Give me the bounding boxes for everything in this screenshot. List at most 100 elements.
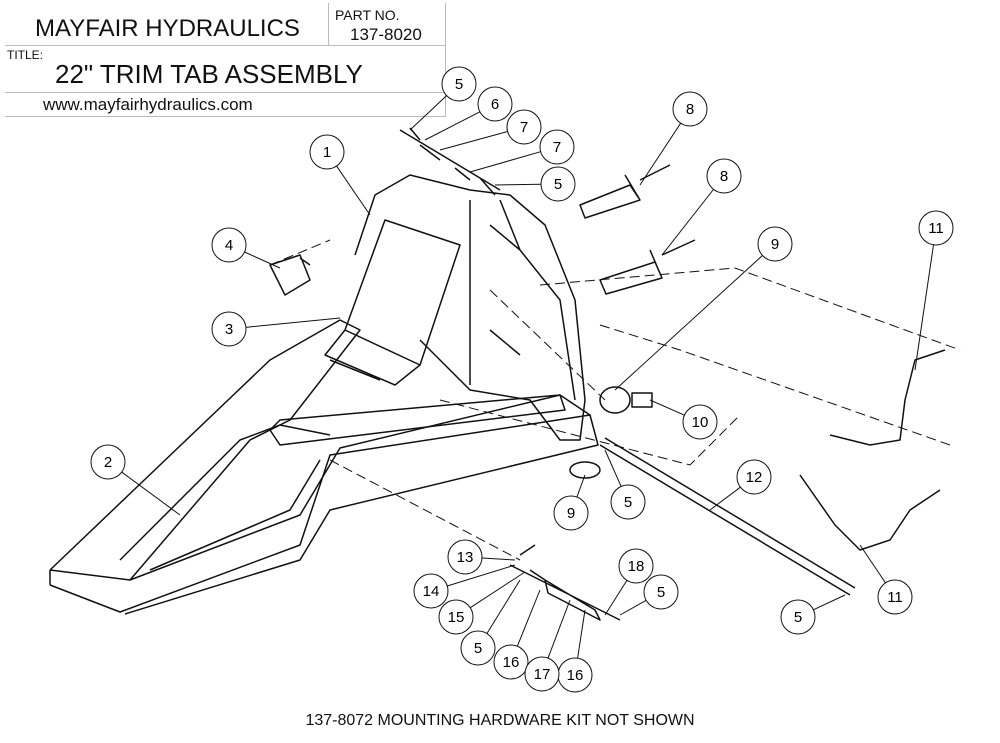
callout-balloon: 7 (469, 129, 575, 173)
balloon-number: 12 (746, 469, 763, 486)
callout-balloon: 12 (709, 459, 772, 511)
callout-balloon: 7 (439, 109, 542, 151)
balloon-number: 9 (567, 505, 575, 522)
leader-line (604, 449, 622, 487)
washer (599, 386, 631, 414)
company-name: MAYFAIR HYDRAULICS (35, 15, 300, 42)
knurled-nut (631, 392, 653, 408)
leader-line (424, 111, 481, 141)
callout-balloon: 13 (447, 539, 516, 575)
divider (328, 3, 329, 45)
balloon-number: 11 (928, 220, 944, 237)
callout-balloon: 6 (424, 86, 513, 141)
balloon-number: 16 (567, 667, 584, 684)
leader-line (447, 564, 516, 587)
callout-balloon: 5 (460, 579, 521, 666)
balloon-number: 4 (225, 237, 233, 254)
balloon-number: 9 (771, 236, 779, 253)
leader-line (614, 255, 763, 391)
balloon-number: 1 (323, 144, 331, 161)
balloon-number: 13 (457, 549, 474, 566)
callout-balloon: 11 (859, 544, 913, 615)
leader-line (914, 244, 935, 371)
balloon-number: 11 (887, 589, 903, 606)
callout-balloon: 9 (553, 474, 589, 531)
callout-balloon: 5 (494, 166, 576, 202)
callout-balloon: 16 (493, 589, 541, 680)
callout-balloon: 5 (619, 574, 679, 616)
balloon-number: 6 (491, 96, 499, 113)
callout-balloon: 5 (604, 449, 646, 520)
rod (599, 437, 856, 596)
callout-balloon: 14 (413, 564, 516, 609)
website: www.mayfairhydraulics.com (43, 95, 253, 114)
leader-line (486, 579, 521, 634)
part-number-label: PART NO. (335, 7, 400, 23)
leader-line (481, 557, 516, 561)
callout-balloon: 1 (309, 134, 371, 216)
leader-line (494, 183, 542, 186)
trim-plate (49, 414, 599, 615)
title-block: MAYFAIR HYDRAULICS PART NO. 137-8020 TIT… (5, 3, 446, 117)
balloon-number: 5 (794, 609, 802, 626)
balloon-number: 3 (225, 321, 233, 338)
leader-line (577, 609, 586, 659)
leader-line (336, 165, 371, 216)
pin (399, 127, 501, 196)
lower-pin (509, 544, 621, 621)
callout-balloon: 10 (649, 399, 718, 440)
hydraulic-cylinder (324, 219, 461, 386)
bolt (579, 164, 671, 219)
leader-line (709, 486, 741, 511)
balloon-number: 2 (104, 454, 112, 471)
callout-balloon: 4 (211, 227, 281, 269)
washer (569, 461, 601, 479)
leader-line (604, 580, 628, 616)
hose (829, 349, 946, 446)
balloon-number: 5 (657, 584, 665, 601)
balloon-number: 14 (423, 583, 440, 600)
leader-line (245, 317, 341, 328)
leader-line (244, 251, 281, 269)
callout-balloon: 5 (409, 66, 477, 131)
part-number: 137-8020 (350, 25, 422, 44)
callout-balloon: 8 (661, 158, 742, 256)
callout-balloon: 18 (604, 548, 654, 616)
leader-line (439, 131, 508, 151)
callout-balloon: 2 (90, 444, 181, 516)
divider (5, 92, 445, 93)
callout-balloon: 5 (780, 594, 846, 635)
leader-line (859, 544, 886, 584)
callout-balloon: 9 (614, 226, 793, 391)
mounting-bracket (354, 174, 586, 441)
title-label: TITLE: (7, 48, 44, 62)
balloon-number: 5 (554, 176, 562, 193)
leader-line (649, 399, 685, 416)
callout-balloon: 16 (557, 609, 593, 693)
balloon-number: 7 (553, 139, 561, 156)
leader-line (469, 571, 526, 609)
balloon-number: 5 (624, 494, 632, 511)
balloon-number: 5 (455, 76, 463, 93)
leader-line (576, 474, 586, 498)
balloon-number: 8 (686, 101, 694, 118)
leader-line (639, 122, 682, 186)
callout-balloon: 15 (438, 571, 526, 635)
leader-line (409, 95, 447, 131)
balloon-number: 17 (534, 666, 551, 683)
drawing-title: 22" TRIM TAB ASSEMBLY (55, 59, 363, 89)
balloon-number: 7 (520, 119, 528, 136)
leader-line (516, 589, 541, 647)
divider (5, 45, 445, 46)
callout-balloon: 17 (524, 599, 571, 692)
fitting (269, 254, 311, 296)
balloon-number: 5 (474, 640, 482, 657)
balloon-number: 8 (720, 168, 728, 185)
leader-line (469, 151, 541, 173)
footnote: 137-8072 MOUNTING HARDWARE KIT NOT SHOWN (305, 712, 695, 729)
balloon-number: 10 (692, 414, 709, 431)
leader-line (813, 594, 846, 611)
hose (799, 474, 941, 551)
callout-balloon: 8 (639, 91, 708, 186)
